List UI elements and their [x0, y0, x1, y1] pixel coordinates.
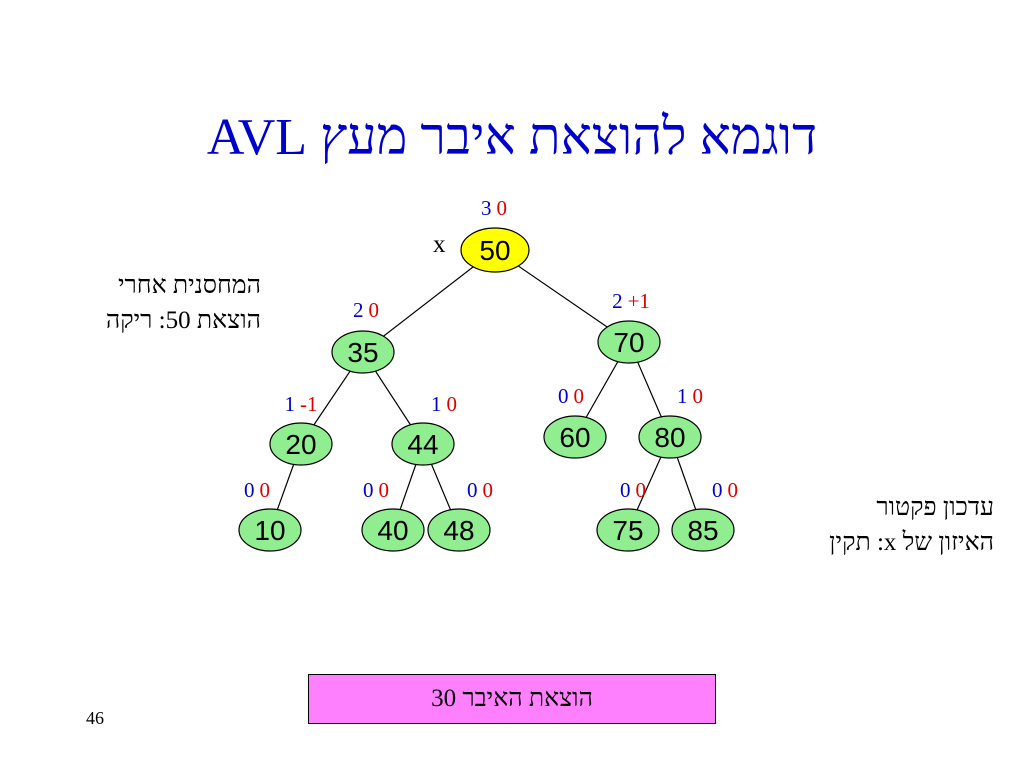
balance-note-line2: האיזון של x: תקין [829, 529, 994, 556]
node-height-10: 0 [244, 478, 255, 502]
node-balance-48: 0 [483, 478, 494, 502]
node-value-35: 35 [347, 337, 378, 368]
node-height-44: 1 [431, 392, 442, 416]
node-value-10: 10 [254, 515, 285, 546]
node-value-20: 20 [285, 429, 316, 460]
node-height-70: 2 [612, 289, 623, 313]
node-height-48: 0 [467, 478, 478, 502]
node-value-80: 80 [654, 422, 685, 453]
node-height-80: 1 [677, 384, 688, 408]
node-height-35: 2 [353, 298, 364, 322]
node-balance-40: 0 [379, 478, 390, 502]
node-height-40: 0 [363, 478, 374, 502]
node-height-balance-70: 2+1 [612, 289, 650, 313]
node-height-20: 1 [285, 392, 296, 416]
node-value-48: 48 [443, 515, 474, 546]
page-number: 46 [86, 708, 104, 728]
balance-note-line1: עדכון פקטור [876, 494, 994, 521]
node-height-balance-20: 1-1 [285, 392, 318, 416]
node-value-60: 60 [559, 422, 590, 453]
node-balance-60: 0 [574, 384, 585, 408]
node-value-44: 44 [407, 429, 438, 460]
balance-update-note: עדכון פקטור האיזון של x: תקין [829, 490, 994, 560]
node-value-70: 70 [613, 327, 644, 358]
node-value-40: 40 [377, 515, 408, 546]
node-balance-75: 0 [636, 478, 647, 502]
stack-note-line1: המחסנית אחרי [117, 272, 261, 299]
tree-node-20: 20 1-1 [269, 392, 333, 466]
node-height-85: 0 [712, 478, 723, 502]
node-circle-35 [331, 330, 395, 374]
node-height-75: 0 [620, 478, 631, 502]
node-circle-85 [671, 508, 735, 552]
action-box: הוצאת האיבר 30 [308, 674, 716, 724]
tree-node-70: 70 2+1 [597, 289, 661, 364]
node-balance-10: 0 [260, 478, 271, 502]
node-balance-50: 0 [497, 196, 508, 220]
node-balance-20: -1 [300, 392, 318, 416]
node-circle-20 [269, 422, 333, 466]
node-circle-44 [391, 422, 455, 466]
node-circle-70 [597, 320, 661, 364]
node-circle-40 [361, 508, 425, 552]
node-circle-50 [460, 227, 530, 273]
node-circle-60 [543, 415, 607, 459]
node-balance-80: 0 [693, 384, 704, 408]
node-circle-80 [638, 415, 702, 459]
pointer-x-label: x [433, 231, 446, 258]
node-balance-70: +1 [628, 289, 650, 313]
stack-note: המחסנית אחרי הוצאת 50: ריקה [106, 268, 261, 338]
node-balance-44: 0 [447, 392, 458, 416]
node-value-85: 85 [687, 515, 718, 546]
stack-note-line2: הוצאת 50: ריקה [105, 307, 261, 334]
node-height-60: 0 [558, 384, 569, 408]
page-title: דוגמא להוצאת איבר מעץ AVL [206, 109, 818, 166]
node-height-50: 3 [481, 196, 492, 220]
node-circle-10 [238, 508, 302, 552]
node-value-50: 50 [479, 235, 510, 266]
node-circle-75 [596, 508, 660, 552]
node-balance-85: 0 [728, 478, 739, 502]
action-text: הוצאת האיבר 30 [431, 685, 593, 712]
node-circle-48 [427, 508, 491, 552]
node-balance-35: 0 [369, 298, 380, 322]
node-value-75: 75 [612, 515, 643, 546]
